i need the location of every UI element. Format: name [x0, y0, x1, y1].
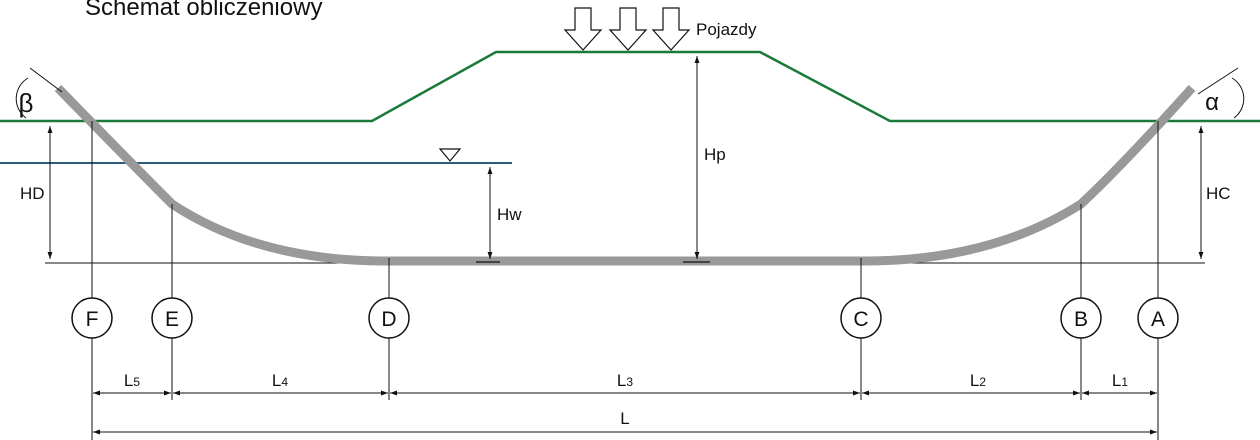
structure-profile [54, 84, 1196, 266]
diagram-title: Schemat obliczeniowy [85, 0, 323, 21]
station-label-b: B [1074, 308, 1088, 331]
l1-label: L1 [1112, 371, 1128, 390]
load-label: Pojazdy [696, 20, 757, 39]
hw-label: Hw [497, 205, 522, 224]
l5-label: L5 [124, 371, 140, 390]
right-angle-guide [1197, 67, 1239, 95]
station-circle-b [1060, 297, 1102, 339]
station-circle-c [840, 297, 882, 339]
angle-alpha-label: α [1205, 89, 1219, 116]
station-circle-d [368, 297, 410, 339]
right-angle-arc [1231, 77, 1245, 119]
l3-label: L3 [617, 371, 633, 390]
water-level-symbol [438, 148, 462, 162]
total-length-label: L [620, 409, 629, 428]
station-label-d: D [381, 308, 396, 331]
left-angle-arc [15, 77, 29, 119]
station-lines [91, 121, 1159, 440]
hp-label: Hp [704, 145, 726, 164]
l4-label: L4 [272, 371, 288, 390]
load-arrow-icon [608, 7, 648, 51]
station-circle-a [1137, 297, 1179, 339]
hc-label: HC [1206, 184, 1231, 203]
load-arrow-icon [563, 7, 603, 51]
embankment-line [0, 50, 1260, 123]
station-label-a: A [1151, 308, 1165, 331]
station-label-f: F [86, 308, 99, 331]
station-circle-e [151, 297, 193, 339]
load-arrow-icon [651, 7, 691, 51]
load-arrows [563, 7, 691, 51]
station-circle-f [71, 297, 113, 339]
station-label-c: C [853, 308, 868, 331]
l2-label: L2 [970, 371, 986, 390]
hd-label: HD [20, 184, 45, 203]
angle-beta-label: β [19, 88, 34, 118]
left-angle-guide [29, 67, 63, 93]
station-label-e: E [165, 308, 179, 331]
